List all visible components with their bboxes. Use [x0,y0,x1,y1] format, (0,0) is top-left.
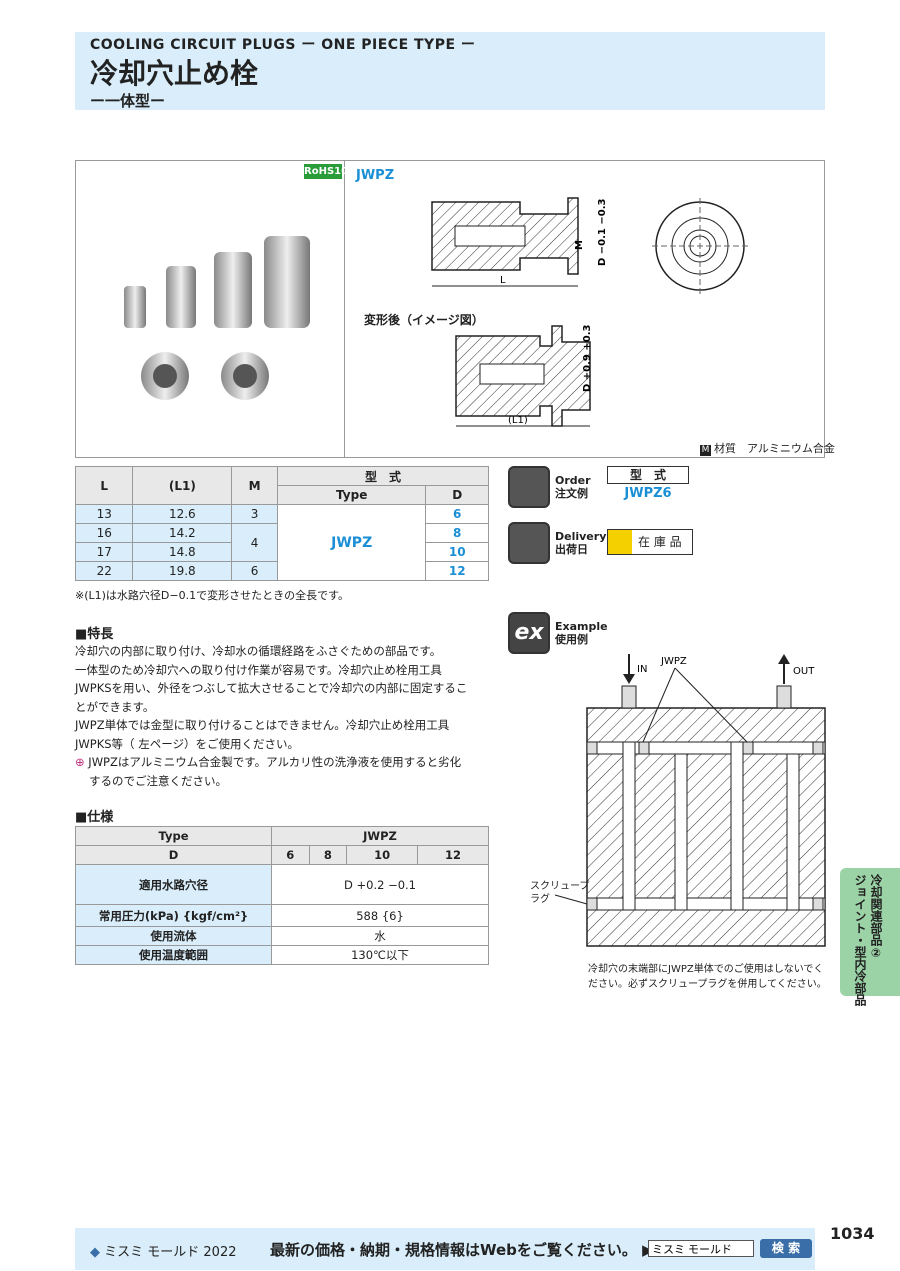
features-text: 冷却穴の内部に取り付け、冷却水の循環経路をふさぐための部品です。 一体型のため冷… [75,644,468,788]
plug-bore-2 [233,364,257,388]
material-icon: M [700,445,711,456]
dim-l-label: L [500,275,506,286]
table-row: 17 14.8 10 [74,542,489,562]
dimension-note: ※(L1)は水路穴径D−0.1で変形させたときの全長です。 [75,589,350,602]
plug-large [214,252,252,328]
dim-d-label: D −0.1 −0.3 [597,199,608,266]
triangle-right-icon: ▶ [642,1241,654,1259]
stock-badge: 在 庫 品 [607,529,693,555]
footer-brand: ◆ ミスミ モールド 2022 [90,1245,237,1260]
usage-example-diagram: IN OUT JWPZ [554,654,826,947]
jwpz-end-view [652,198,748,294]
table-row: 常用圧力(kPa) {kgf/cm²} 588 {6} [75,904,489,927]
example-note: 冷却穴の末端部にJWPZ単体でのご使用はしないでください。必ずスクリュープラグを… [588,964,827,990]
col-m: M [231,466,278,505]
table-row: 13 12.6 3 JWPZ 6 [74,504,489,581]
dim-m-label: M [574,240,585,250]
example-label: Example 使用例 [555,620,608,646]
dimension-table: L (L1) M 型 式 Type D 13 12.6 3 JWPZ 6 16 … [74,466,490,581]
deformed-label: 変形後（イメージ図） [364,313,484,327]
out-label: OUT [793,666,815,677]
phone-icon [508,466,550,508]
type-cell: JWPZ [276,504,427,581]
page-title: 冷却穴止め栓 [90,57,259,90]
figure-divider [344,160,345,458]
english-title: COOLING CIRCUIT PLUGS ー ONE PIECE TYPE ー [90,37,476,53]
table-row: 使用流体 水 [75,926,489,946]
table-row: 適用水路穴径 D +0.2 −0.1 [75,864,489,905]
plug-medium [166,266,196,328]
order-example: 型 式 JWPZ6 [607,466,689,501]
table-row: 22 19.8 6 12 [74,561,489,581]
table-row: 使用温度範囲 130℃以下 [75,945,489,965]
drawing-model-label: JWPZ [356,168,395,183]
category-side-text: 冷却関連部品② ジョイント・型内冷部品 [853,874,883,1006]
plug-bore-1 [153,364,177,388]
plug-small [124,286,146,328]
spec-table: Type JWPZ D 6 8 10 12 適用水路穴径 D +0.2 −0.1… [75,826,489,965]
jwpz-drawing: L M D −0.1 −0.3 [431,197,608,287]
features-heading: ■特長 [75,627,114,642]
col-l1: (L1) [132,466,233,505]
spec-heading: ■仕様 [75,810,114,825]
dim-l1-label: (L1) [508,415,528,426]
screw-plug-label: スクリュープラグ [530,881,590,905]
page-number: 1034 [830,1224,875,1243]
product-photo [124,236,310,400]
col-type: Type [276,485,427,505]
product-figure-box [75,160,825,458]
in-label: IN [637,664,647,675]
box-icon [608,530,632,554]
footer-message: 最新の価格・納期・規格情報はWebをご覧ください。 ▶ [270,1239,654,1260]
category-side-tab [840,868,900,996]
plug-xlarge [264,236,310,328]
header-band [75,32,825,110]
example-icon: ex [508,612,550,654]
deformed-drawing: (L1) D +0.9 +0.3 [455,325,593,427]
col-l: L [74,466,134,505]
brand-cube-icon: ◆ [90,1245,100,1260]
col-model: 型 式 [276,466,490,486]
truck-icon [508,522,550,564]
material-text: 材質 アルミニウム合金 [714,442,835,455]
search-button[interactable]: 検 索 [760,1239,812,1258]
delivery-label: Delivery 出荷日 [555,530,607,556]
page-subtitle: ー一体型ー [90,92,166,110]
rohs-badge: RoHS10 [304,164,349,179]
col-d: D [425,485,489,505]
jwpz-callout: JWPZ [660,656,687,667]
search-input[interactable] [648,1240,754,1257]
caution-icon: ⊕ [75,755,85,769]
order-label: Order 注文例 [555,474,591,500]
dim-d-deformed-label: D +0.9 +0.3 [582,325,593,392]
